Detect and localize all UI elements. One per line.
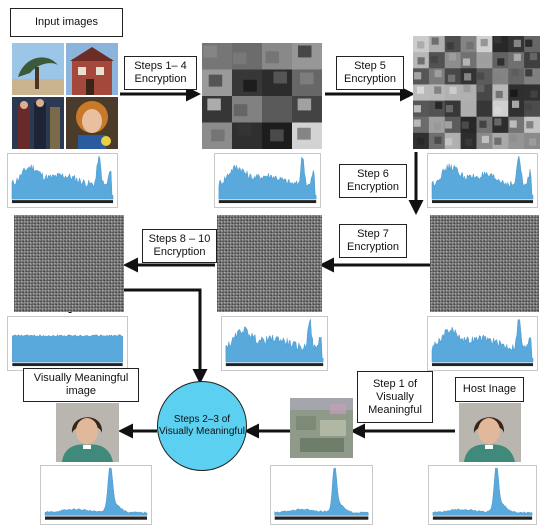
visually-meaningful-image-label: Visually Meaningful image: [23, 368, 139, 402]
scrambled-image: [413, 36, 540, 149]
host-image: [459, 403, 521, 462]
histogram-uniform: [7, 316, 128, 371]
histogram-output: [40, 465, 152, 525]
step-1-intermediate-image: [290, 398, 353, 458]
portrait-photo-icon: [459, 403, 521, 462]
step-7-label: Step 7 Encryption: [339, 224, 407, 258]
encrypted-blocks-mosaic: [202, 43, 322, 149]
step-5-label: Step 5 Encryption: [336, 56, 404, 90]
histogram-host: [428, 465, 537, 525]
portrait-photo-icon: [56, 403, 119, 462]
visually-meaningful-output-image: [56, 403, 119, 462]
steps-8-10-label: Steps 8 – 10 Encryption: [142, 229, 217, 263]
scrambled-mosaic: [413, 36, 540, 149]
histogram-blocks: [214, 153, 321, 208]
histogram-input: [7, 153, 118, 208]
input-photo-collage: [12, 43, 118, 149]
encrypted-blocks-image: [202, 43, 322, 149]
step-1-visually-meaningful-label: Step 1 of Visually Meaningful: [357, 371, 433, 423]
histogram-step-6: [427, 316, 538, 371]
histogram-scrambled: [427, 153, 538, 208]
input-images-label: Input images: [10, 8, 123, 37]
noise-image-step-7: [217, 215, 322, 312]
steps-2-3-label: Steps 2–3 of Visually Meaningful: [159, 414, 245, 437]
host-image-label: Host Inage: [455, 377, 524, 402]
histogram-intermediate: [270, 465, 373, 525]
steps-1-4-label: Steps 1– 4 Encryption: [124, 56, 197, 90]
noise-image-step-6: [430, 215, 539, 312]
noise-image-encrypted: [14, 215, 124, 312]
steps-2-3-circle: Steps 2–3 of Visually Meaningful: [157, 381, 247, 471]
step-6-label: Step 6 Encryption: [339, 164, 407, 198]
histogram-step-7: [221, 316, 328, 371]
